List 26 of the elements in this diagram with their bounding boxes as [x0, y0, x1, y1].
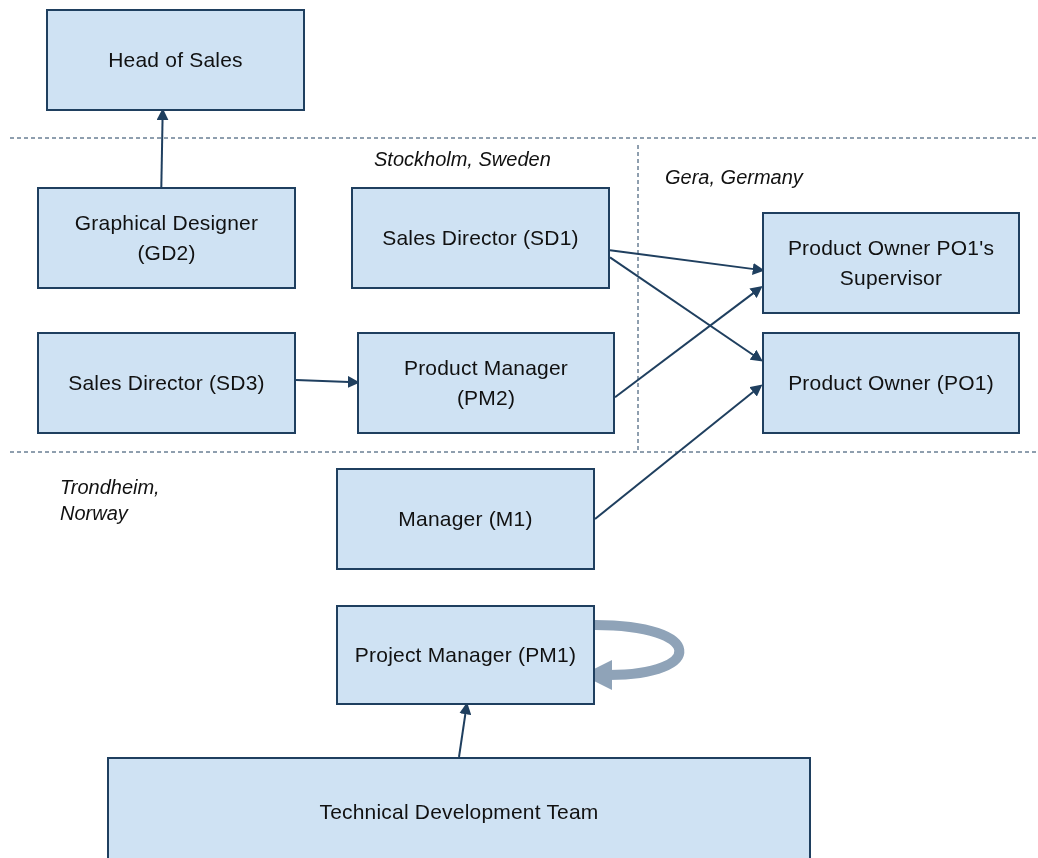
- role-label: Technical Development Team: [319, 799, 599, 825]
- role-box: [351, 187, 610, 289]
- role-box: [336, 468, 595, 570]
- role-box: [46, 9, 305, 111]
- role-box: [357, 332, 615, 434]
- role-label: Product Owner (PO1): [788, 370, 994, 396]
- arrow: [614, 286, 763, 399]
- role-label: Graphical Designer (GD2): [73, 210, 260, 266]
- role-label: Project Manager (PM1): [354, 642, 577, 668]
- role-box: [37, 332, 296, 434]
- role-box: [37, 187, 296, 289]
- arrow: [594, 384, 763, 520]
- location-label: Stockholm, Sweden: [374, 147, 552, 172]
- role-box: [762, 212, 1020, 314]
- location-label: Gera, Germany: [665, 165, 805, 190]
- role-box: [336, 605, 595, 705]
- role-label: Sales Director (SD3): [68, 370, 265, 396]
- role-label: Sales Director (SD1): [382, 225, 579, 251]
- role-label: Manager (M1): [398, 506, 533, 532]
- location-label: Trondheim, Norway: [60, 475, 161, 526]
- role-label: Head of Sales: [108, 47, 243, 73]
- arrow: [609, 256, 763, 362]
- role-label: Product Owner PO1's Supervisor: [786, 235, 996, 291]
- role-label: Product Manager (PM2): [402, 355, 570, 411]
- role-box: [107, 757, 811, 858]
- role-box: [762, 332, 1020, 434]
